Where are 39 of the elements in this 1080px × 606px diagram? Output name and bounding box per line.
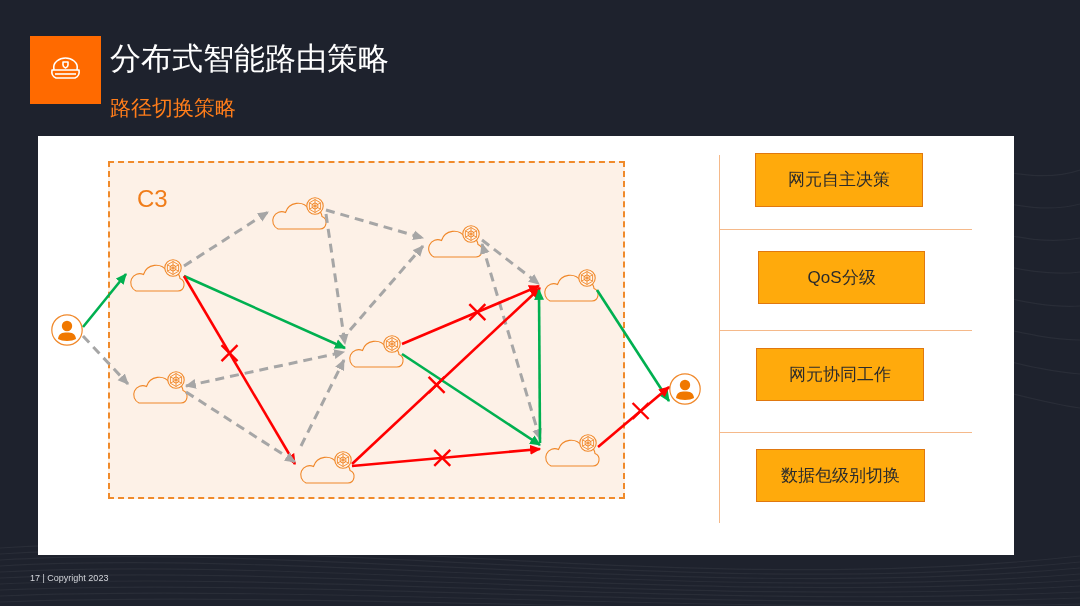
cloud-router-icon	[542, 431, 602, 467]
cloud-router-icon	[425, 222, 485, 258]
arrow	[183, 274, 346, 350]
arrow	[401, 352, 541, 447]
arrow	[481, 238, 540, 286]
arrow	[182, 275, 297, 465]
cloud-router-icon	[127, 256, 187, 292]
feature-box: 网元自主决策	[755, 153, 923, 207]
region-label: C3	[137, 185, 168, 213]
arrow	[351, 444, 542, 468]
feature-box: 数据包级别切换	[756, 449, 925, 502]
arrow	[401, 284, 540, 346]
arrow	[595, 289, 671, 402]
slide-title: 分布式智能路由策略	[110, 40, 389, 78]
arrow	[82, 273, 127, 328]
arrow	[183, 210, 269, 268]
arrow	[348, 245, 425, 331]
arrow	[185, 390, 296, 464]
arrow	[534, 288, 544, 443]
feature-box: 网元协同工作	[756, 348, 924, 401]
cloud-router-icon	[130, 368, 190, 404]
arrow	[597, 386, 670, 448]
arrow	[299, 359, 346, 447]
footer-note: 17 | Copyright 2023	[30, 572, 109, 584]
cloud-router-icon	[541, 266, 601, 302]
cloud-router-icon	[297, 448, 357, 484]
dashed-region	[108, 161, 625, 499]
user-icon	[669, 373, 701, 405]
arrow	[351, 287, 541, 465]
user-icon	[51, 314, 83, 346]
cloud-router-icon	[346, 332, 406, 368]
arrow	[480, 242, 542, 441]
arrow	[184, 349, 346, 389]
arrow	[325, 208, 425, 240]
feature-box: QoS分级	[758, 251, 925, 304]
cloud-router-icon	[269, 194, 329, 230]
slide-subtitle: 路径切换策略	[110, 95, 236, 121]
arrow	[324, 213, 349, 346]
arrow	[81, 334, 130, 386]
